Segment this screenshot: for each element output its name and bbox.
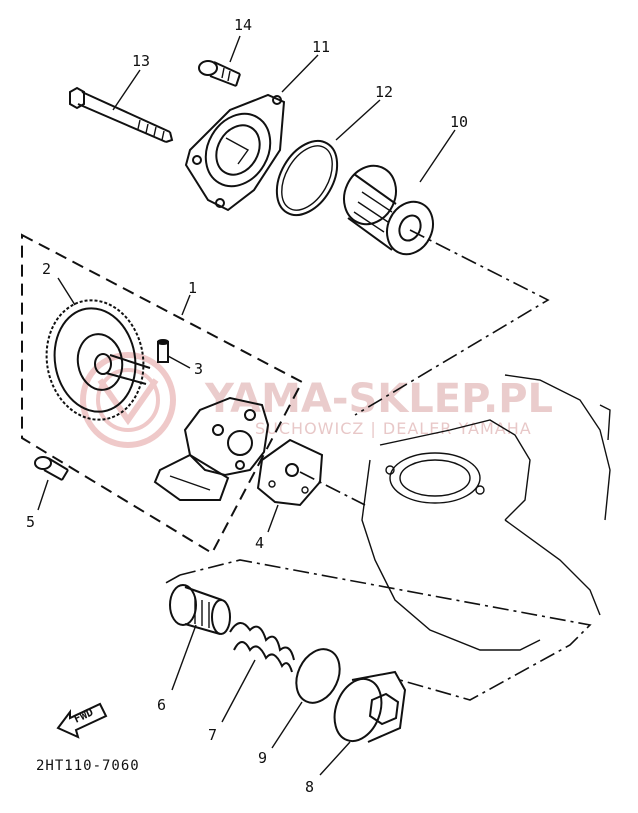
watermark-subtitle: SUCHOWICZ | DEALER YAMAHA: [255, 419, 532, 438]
oil-pump-gear-part: [45, 299, 151, 421]
watermark-logo-seal: [80, 352, 176, 448]
oil-pump-body-part: [153, 396, 270, 501]
callout-6: 6: [157, 696, 166, 714]
callout-5: 5: [26, 513, 35, 531]
compression-spring-part: [229, 622, 295, 673]
callout-8: 8: [305, 778, 314, 796]
oil-strainer-part: [169, 584, 231, 635]
callout-7: 7: [208, 726, 217, 744]
callout-2: 2: [42, 260, 51, 278]
pan-screw-part: [34, 456, 69, 481]
callout-labels: 14 11 13 12 10 1 2 3 4 5 6 7 9 8: [26, 16, 468, 796]
crankcase-outline: [361, 374, 611, 651]
callout-12: 12: [375, 83, 393, 101]
oil-pump-assembly-outline: [21, 233, 304, 555]
bolt-short-part: [198, 60, 241, 87]
callout-14: 14: [234, 16, 252, 34]
callout-4: 4: [255, 534, 264, 552]
drain-plug-part: [333, 670, 407, 743]
oil-filter-cover-part: [184, 93, 286, 212]
callout-11: 11: [312, 38, 330, 56]
callout-10: 10: [450, 113, 468, 131]
callout-13: 13: [132, 52, 150, 70]
assembly-leader-lines: [161, 229, 592, 701]
callout-9: 9: [258, 749, 267, 767]
forward-direction-arrow: FWD: [56, 702, 108, 739]
dowel-pin-part: [157, 339, 169, 363]
bolt-long-part: [69, 86, 174, 143]
callout-3: 3: [194, 360, 203, 378]
callout-1: 1: [188, 279, 197, 297]
o-ring-large-part: [275, 140, 339, 216]
diagram-reference-code: 2HT110-7060: [36, 758, 140, 774]
o-ring-small-part: [295, 648, 341, 704]
oil-filter-element-part: [343, 164, 434, 256]
callout-leaders: [37, 35, 456, 776]
watermark: YAMA-SKLEP.PL SUCHOWICZ | DEALER YAMAHA: [80, 352, 553, 448]
pump-gasket-part: [256, 438, 324, 507]
watermark-title: YAMA-SKLEP.PL: [204, 376, 553, 422]
